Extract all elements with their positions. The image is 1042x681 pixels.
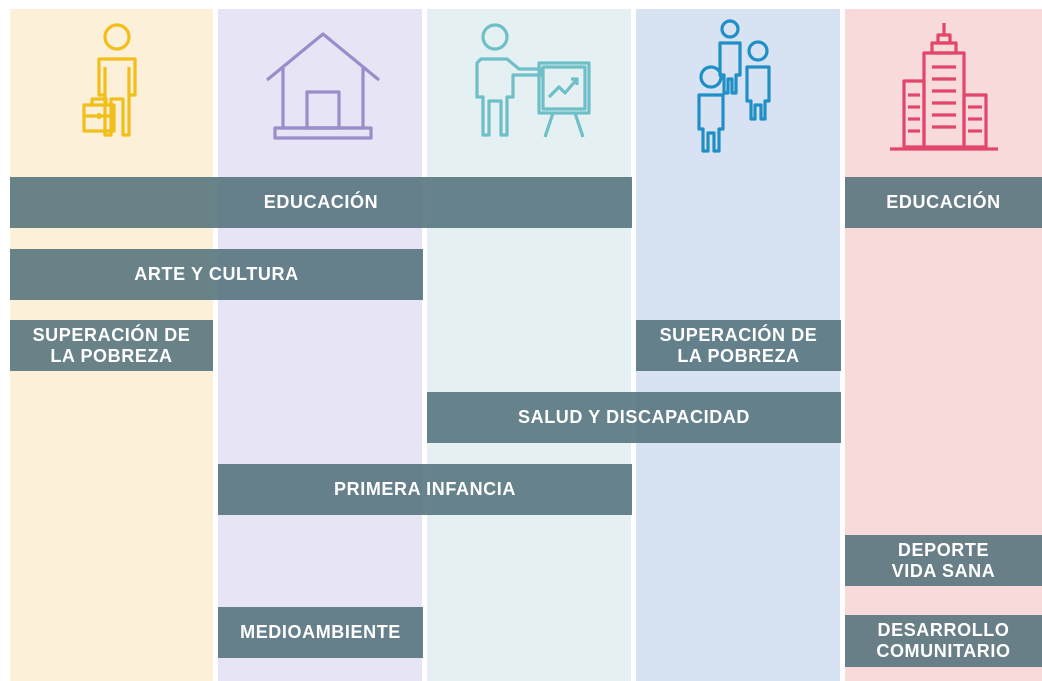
presentation-chart-icon [427,18,636,158]
person-briefcase-icon [10,18,219,158]
bar-primera-infancia: PRIMERA INFANCIA [218,464,632,515]
city-buildings-icon [845,18,1042,158]
bar-educacion-ciudad: EDUCACIÓN [845,177,1042,228]
bar-educacion: EDUCACIÓN [10,177,632,228]
people-group-icon [636,18,845,158]
bar-salud-y-discapacidad: SALUD Y DISCAPACIDAD [427,392,841,443]
column-capacitacion [427,9,631,681]
house-icon [218,18,427,158]
bar-medioambiente: MEDIOAMBIENTE [218,607,423,658]
column-vivienda [218,9,422,681]
bar-deporte-vida-sana: DEPORTE VIDA SANA [845,535,1042,586]
bar-superacion-pobreza-trabajo: SUPERACIÓN DE LA POBREZA [10,320,213,371]
bar-superacion-pobreza-comunidad: SUPERACIÓN DE LA POBREZA [636,320,841,371]
bar-desarrollo-comunitario: DESARROLLO COMUNITARIO [845,615,1042,667]
bar-arte-y-cultura: ARTE Y CULTURA [10,249,423,300]
